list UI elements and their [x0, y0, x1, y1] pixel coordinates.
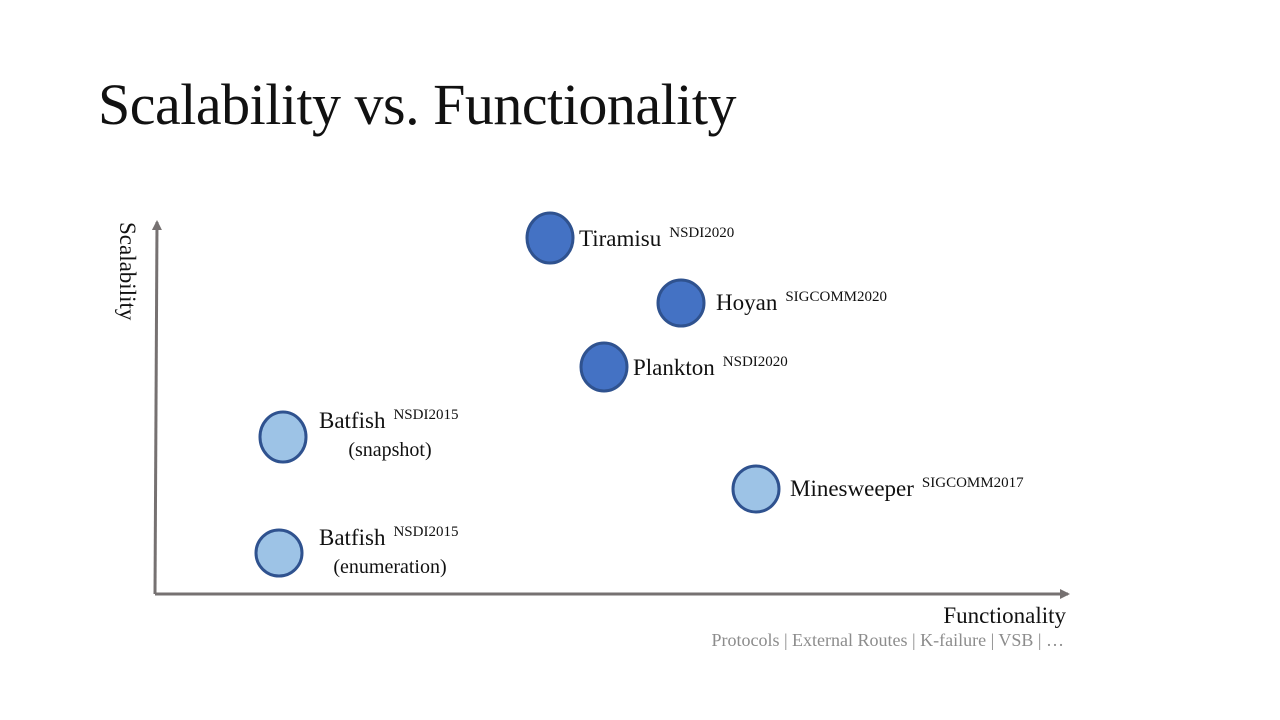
node-batfish-enumeration-name: Batfish	[319, 525, 386, 550]
node-batfish-enumeration-venue: NSDI2015	[393, 524, 458, 540]
node-minesweeper-name: Minesweeper	[790, 476, 914, 501]
svg-text:Batfish NSDI2015: Batfish NSDI2015	[319, 524, 458, 550]
node-minesweeper-venue: SIGCOMM2017	[922, 475, 1024, 491]
node-batfish-snapshot-note: (snapshot)	[348, 439, 431, 461]
node-batfish-snapshot-circle	[258, 410, 308, 464]
x-axis-label: Functionality	[943, 603, 1066, 628]
node-tiramisu-circle	[525, 211, 575, 265]
node-tiramisu-venue: NSDI2020	[669, 225, 734, 241]
slide-title: Scalability vs. Functionality	[98, 72, 736, 137]
svg-text:Tiramisu NSDI2020: Tiramisu NSDI2020	[579, 225, 734, 251]
node-hoyan: Hoyan SIGCOMM2020	[656, 278, 887, 328]
node-minesweeper-circle	[731, 464, 781, 514]
node-batfish-enumeration-circle	[254, 528, 304, 578]
svg-text:Plankton NSDI2020: Plankton NSDI2020	[633, 354, 788, 380]
node-plankton-circle	[579, 341, 629, 393]
node-tiramisu-name: Tiramisu	[579, 226, 662, 251]
functionality-features: Protocols | External Routes | K-failure …	[711, 630, 1064, 650]
node-plankton-name: Plankton	[633, 355, 715, 380]
node-plankton: Plankton NSDI2020	[579, 341, 788, 393]
node-batfish-snapshot-name: Batfish	[319, 408, 386, 433]
node-hoyan-circle	[656, 278, 706, 328]
node-minesweeper: Minesweeper SIGCOMM2017	[731, 464, 1024, 514]
node-hoyan-venue: SIGCOMM2020	[785, 289, 887, 305]
svg-text:Batfish NSDI2015: Batfish NSDI2015	[319, 407, 458, 433]
node-batfish-enumeration: Batfish NSDI2015 (enumeration)	[254, 524, 458, 578]
node-batfish-snapshot-venue: NSDI2015	[393, 407, 458, 423]
node-hoyan-name: Hoyan	[716, 290, 778, 315]
y-axis	[151, 220, 162, 595]
node-plankton-venue: NSDI2020	[723, 354, 788, 370]
svg-text:Minesweeper SIGCOMM201: Minesweeper SIGCOMM2017	[790, 475, 1024, 501]
node-batfish-snapshot: Batfish NSDI2015 (snapshot)	[258, 407, 458, 464]
node-batfish-enumeration-note: (enumeration)	[333, 556, 446, 578]
node-tiramisu: Tiramisu NSDI2020	[525, 211, 734, 265]
svg-text:Hoyan SIGCOMM2020: Hoyan SIGCOMM2020	[716, 289, 887, 315]
y-axis-label: Scalability	[115, 222, 140, 321]
